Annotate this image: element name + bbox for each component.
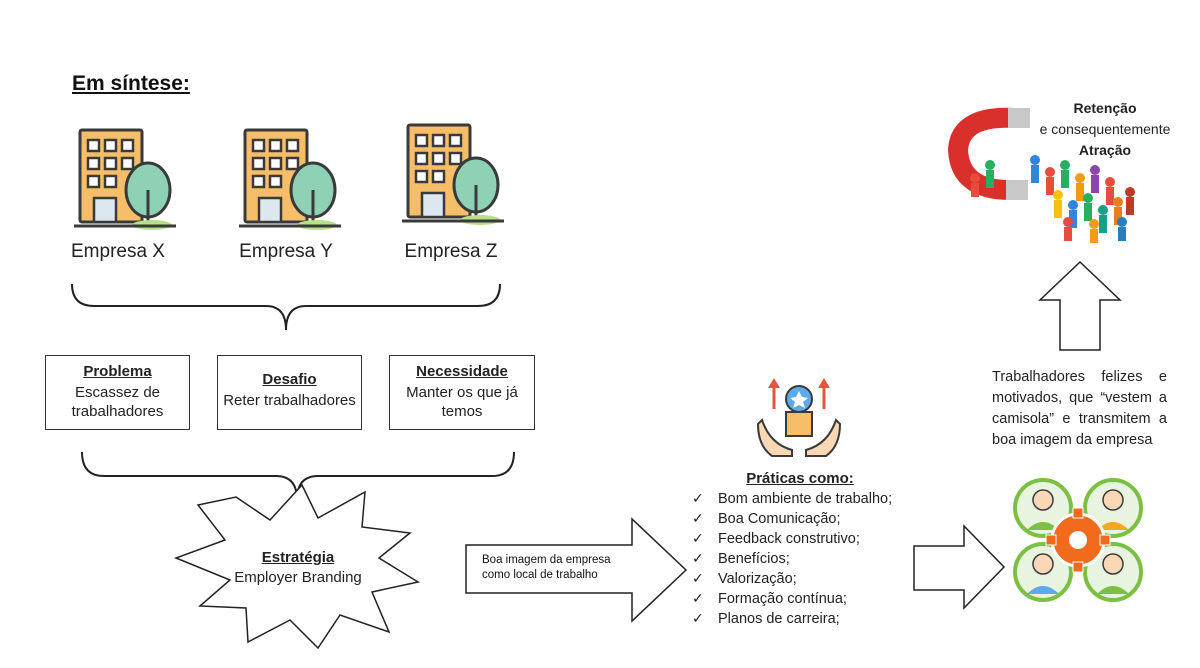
retention-block: Retenção e consequentemente Atração (1030, 98, 1180, 161)
problem-title: Problema (83, 363, 152, 380)
check-icon: ✓ (692, 590, 704, 606)
list-item: ✓Feedback construtivo; (692, 530, 860, 547)
company-label-y: Empresa Y (239, 241, 333, 262)
workers-text: Trabalhadores felizes e motivados, que “… (992, 369, 1167, 448)
arrow-1-label-line1: Boa imagem da empresa (482, 554, 611, 566)
page-title: Em síntese: (72, 72, 190, 95)
problem-box: Problema Escassez de trabalhadores (45, 355, 190, 430)
flow-arrow-2 (913, 524, 1006, 610)
building-icon-y (237, 128, 343, 232)
check-icon: ✓ (692, 490, 704, 506)
need-title: Necessidade (416, 363, 508, 380)
check-icon: ✓ (692, 510, 704, 526)
strategy-starburst (173, 483, 420, 650)
check-icon: ✓ (692, 610, 704, 626)
problem-text-line2: trabalhadores (71, 403, 164, 420)
building-icon-z (400, 123, 506, 227)
list-item: ✓Benefícios; (692, 550, 790, 567)
flow-arrow-1 (465, 517, 688, 623)
check-icon: ✓ (692, 550, 704, 566)
team-gear-icon (1013, 478, 1143, 602)
challenge-box: Desafio Reter trabalhadores (217, 355, 362, 430)
strategy-block: Estratégia Employer Branding (218, 548, 378, 588)
list-item: ✓Valorização; (692, 570, 797, 587)
check-icon: ✓ (692, 530, 704, 546)
company-label-x: Empresa X (71, 241, 165, 262)
challenge-title: Desafio (262, 371, 317, 388)
retention-title: Retenção (1073, 100, 1137, 116)
challenge-text: Reter trabalhadores (223, 392, 356, 409)
need-box: Necessidade Manter os que já temos (389, 355, 535, 430)
strategy-text: Employer Branding (234, 569, 362, 586)
list-item: ✓Bom ambiente de trabalho; (692, 490, 893, 507)
magnet-attracting-people-icon (947, 107, 1135, 243)
up-arrow (1038, 260, 1122, 351)
need-text-line1: Manter os que já (406, 384, 518, 401)
company-label-z: Empresa Z (404, 241, 498, 262)
practices-title: Práticas como: (746, 470, 854, 487)
award-hands-icon (756, 378, 842, 457)
list-item: ✓Planos de carreira; (692, 610, 840, 627)
list-item: ✓Boa Comunicação; (692, 510, 841, 527)
arrow-1-label: Boa imagem da empresa como local de trab… (482, 553, 632, 583)
practices-list: ✓Bom ambiente de trabalho; ✓Boa Comunica… (692, 489, 892, 629)
attraction-title: Atração (1078, 142, 1132, 158)
arrow-1-label-line2: como local de trabalho (482, 569, 598, 581)
building-icon-x (72, 128, 178, 232)
list-item: ✓Formação contínua; (692, 590, 847, 607)
check-icon: ✓ (692, 570, 704, 586)
problem-text-line1: Escassez de (74, 384, 161, 401)
retention-subtext: e consequentemente (1039, 121, 1171, 137)
upper-brace (71, 283, 501, 331)
need-text-line2: temos (441, 403, 483, 420)
strategy-title: Estratégia (261, 549, 335, 566)
